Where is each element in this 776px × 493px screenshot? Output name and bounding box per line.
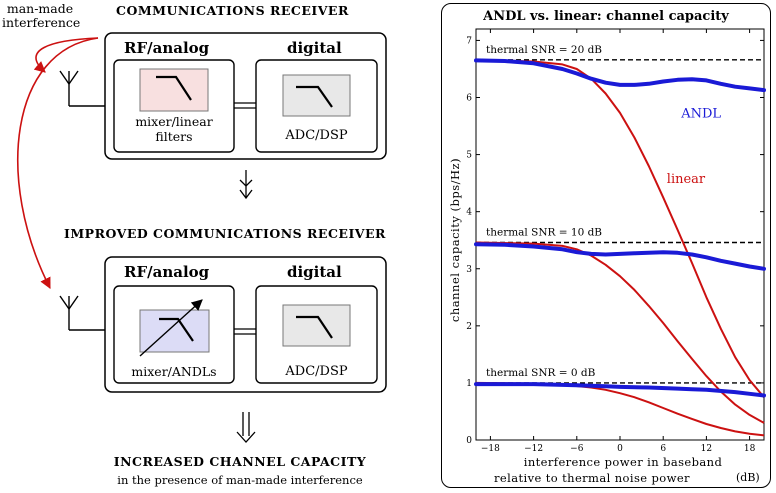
thermal-snr-label: thermal SNR = 20 dB	[486, 44, 602, 56]
rf-analog-label-bottom: RF/analog	[124, 263, 210, 281]
andl-series-line	[474, 58, 766, 93]
x-tick-label: −18	[481, 444, 500, 454]
linear-series-label: linear	[667, 172, 706, 187]
y-tick-label: 6	[466, 94, 472, 104]
x-tick-label: 0	[617, 444, 623, 454]
linear-filter-box	[113, 59, 235, 153]
adc-box-top	[255, 59, 378, 153]
block-diagram	[17, 32, 387, 443]
adc-filter-icon-bottom	[282, 304, 351, 347]
adc-dsp-label-bottom: ADC/DSP	[285, 364, 348, 379]
result-subtitle: in the presence of man-made interference	[117, 473, 363, 487]
y-tick-label: 3	[466, 265, 472, 275]
linear-filter-label: mixer/linear filters	[135, 114, 213, 144]
improved-receiver-title: IMPROVED COMMUNICATIONS RECEIVER	[64, 226, 386, 241]
receiver-title: COMMUNICATIONS RECEIVER	[116, 3, 349, 18]
x-tick-label: 18	[744, 444, 756, 454]
y-tick-label: 1	[466, 379, 472, 389]
x-tick-label: 12	[701, 444, 712, 454]
y-tick-label: 0	[466, 436, 472, 446]
chart-title: ANDL vs. linear: channel capacity	[483, 9, 729, 24]
y-tick-label: 2	[466, 322, 472, 332]
y-tick-label: 7	[466, 36, 472, 46]
chart-xlabel-line2: relative to thermal noise power	[494, 471, 690, 485]
digital-label: digital	[287, 39, 342, 57]
adc-dsp-label: ADC/DSP	[285, 128, 348, 143]
antenna-icon-bottom	[59, 295, 105, 331]
x-tick-label: −12	[524, 444, 543, 454]
interference-label: man-made interference	[2, 1, 81, 30]
andl-series-line	[474, 242, 766, 271]
chart-xlabel-line1: interference power in baseband	[523, 455, 723, 469]
x-tick-label: −6	[570, 444, 584, 454]
digital-label-bottom: digital	[287, 263, 342, 281]
andl-series-line	[474, 382, 766, 398]
rf-analog-label: RF/analog	[124, 39, 210, 57]
adc-filter-icon	[282, 74, 351, 117]
y-tick-label: 4	[466, 208, 472, 218]
double-down-arrow-icon	[236, 412, 256, 443]
top-receiver-box	[104, 32, 387, 160]
x-tick-label: 6	[660, 444, 666, 454]
linear-series-line	[475, 241, 765, 424]
linear-series-line	[475, 58, 765, 398]
improved-receiver-box	[104, 256, 387, 393]
thermal-snr-label: thermal SNR = 0 dB	[486, 367, 596, 379]
andl-filter-label: mixer/ANDLs	[131, 364, 217, 379]
result-title: INCREASED CHANNEL CAPACITY	[113, 454, 367, 469]
andl-series-label: ANDL	[680, 106, 721, 121]
antenna-icon	[59, 70, 105, 107]
down-arrow-icon	[239, 170, 253, 200]
tunable-arrow-icon	[139, 299, 203, 357]
y-tick-label: 5	[466, 151, 472, 161]
chart-panel	[441, 3, 771, 488]
chart-xlabel-unit: (dB)	[736, 471, 760, 484]
interference-arrow-bottom	[17, 37, 99, 289]
interference-arrow-top	[33, 37, 99, 73]
thermal-snr-label: thermal SNR = 10 dB	[486, 226, 602, 238]
